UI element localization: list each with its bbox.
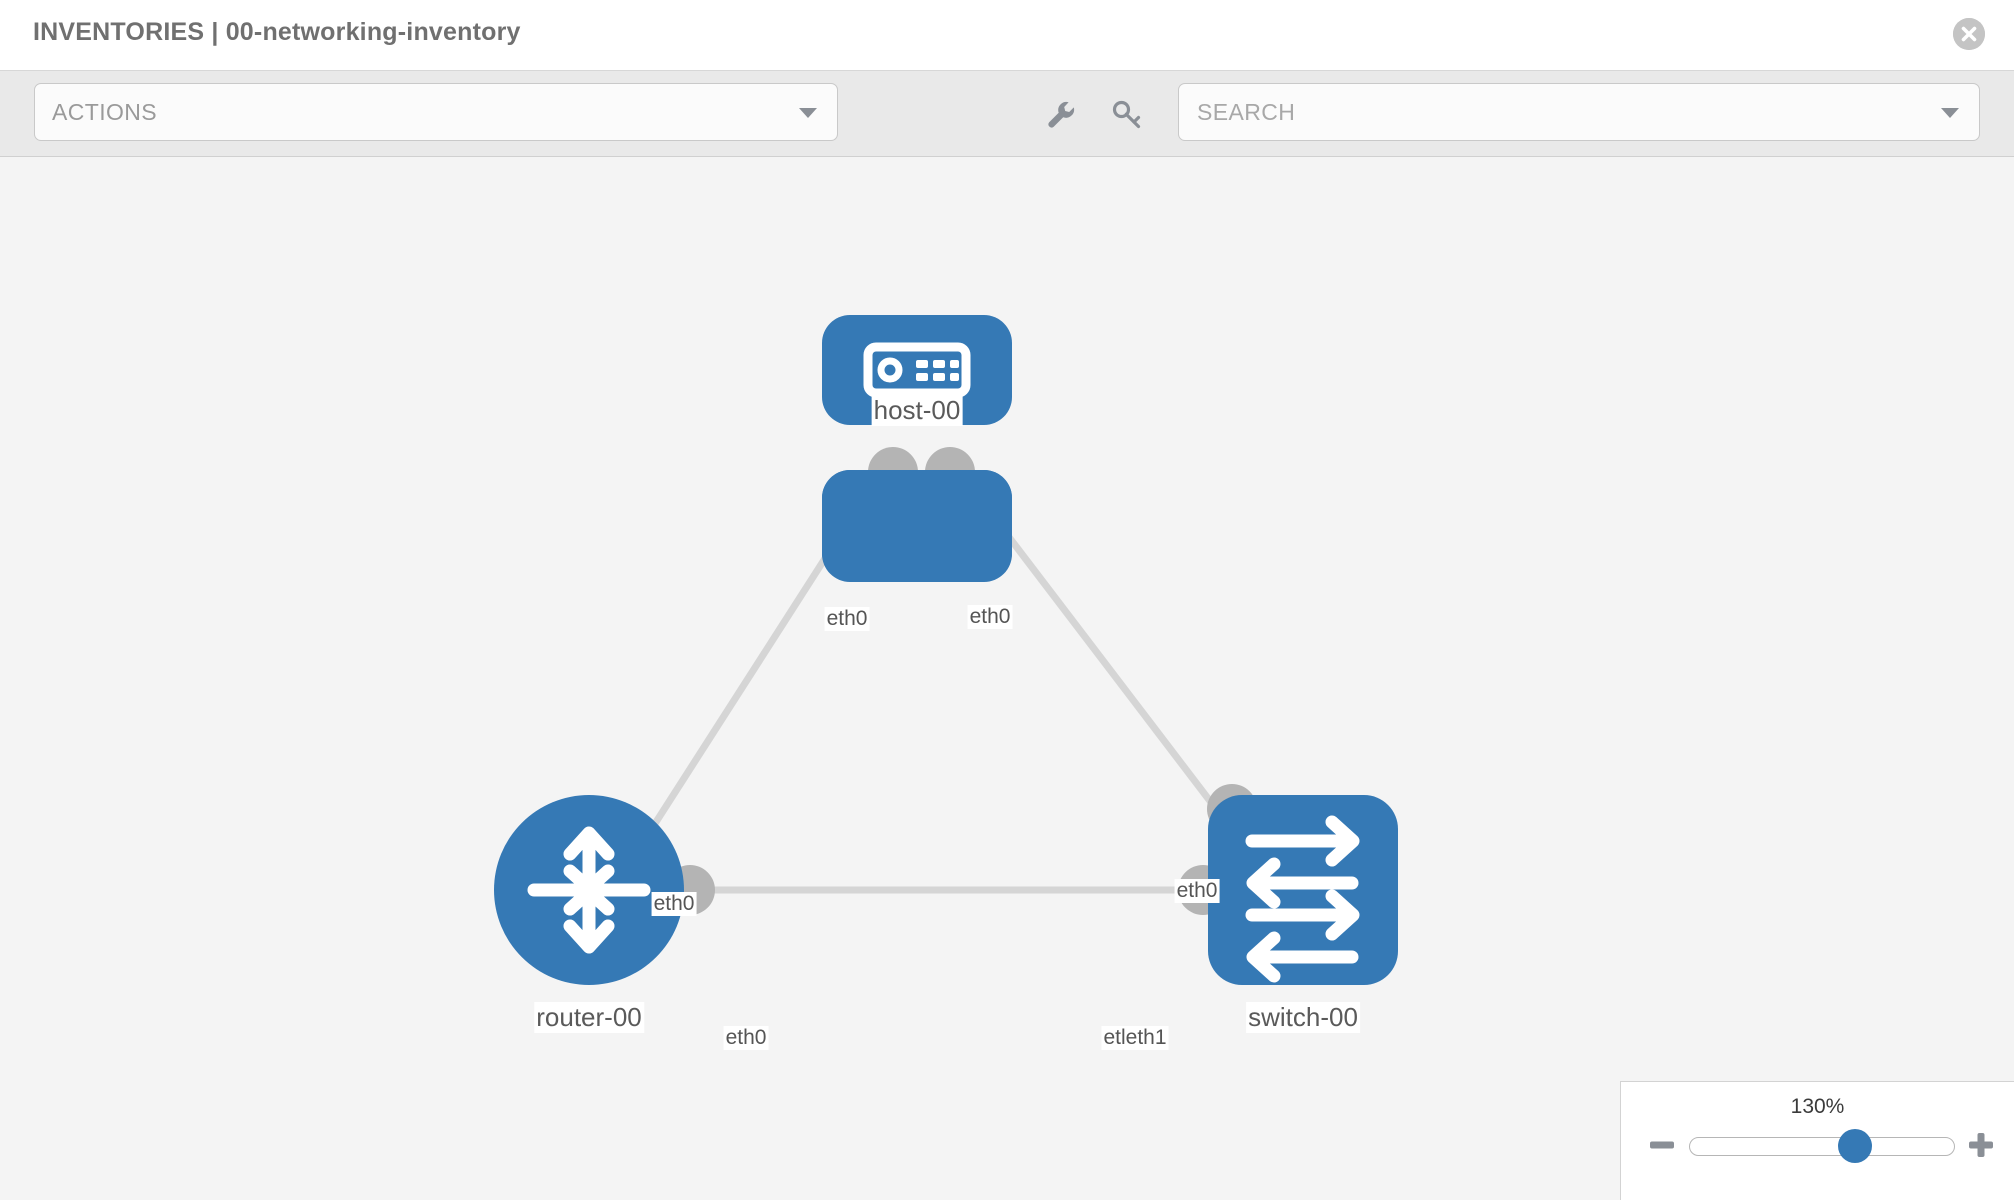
zoom-in-button[interactable]	[1968, 1132, 1994, 1158]
zoom-slider[interactable]	[1689, 1129, 1955, 1163]
iface-label-host-left: eth0	[824, 607, 870, 631]
server-icon	[863, 342, 971, 398]
node-label-router-00[interactable]: router-00	[534, 1002, 644, 1033]
actions-dropdown[interactable]: ACTIONS	[34, 83, 838, 141]
page-header: INVENTORIES | 00-networking-inventory	[0, 0, 2014, 71]
iface-label-switch-west-overlap: etleth1	[1101, 1026, 1169, 1050]
wrench-icon[interactable]	[1044, 98, 1078, 132]
node-switch-00	[1208, 795, 1398, 985]
close-icon[interactable]	[1953, 18, 1985, 50]
topology-graph	[494, 315, 1398, 985]
zoom-out-button[interactable]	[1649, 1132, 1675, 1158]
toolbar: ACTIONS SEARCH	[0, 71, 2014, 157]
zoom-level-value: 130%	[1790, 1095, 1845, 1118]
actions-dropdown-label: ACTIONS	[52, 99, 158, 125]
node-label-switch-00[interactable]: switch-00	[1246, 1002, 1360, 1033]
iface-label-router-uplink: eth0	[651, 892, 697, 916]
page-title: INVENTORIES | 00-networking-inventory	[33, 18, 521, 46]
iface-label-router-east: eth0	[723, 1026, 769, 1050]
node-label-host-00[interactable]: host-00	[871, 395, 963, 426]
node-host-00	[822, 470, 1012, 582]
topology-canvas[interactable]: host-00 router-00 switch-00 eth0 eth0 et…	[0, 157, 2014, 1200]
node-router-00	[494, 795, 684, 985]
key-icon[interactable]	[1110, 98, 1144, 132]
iface-label-switch-uplink: eth0	[1174, 879, 1220, 903]
zoom-slider-thumb[interactable]	[1837, 1129, 1872, 1163]
chevron-down-icon[interactable]	[1941, 108, 1959, 118]
iface-label-host-right: eth0	[967, 605, 1013, 629]
zoom-control-panel: 130%	[1620, 1081, 2014, 1200]
search-input[interactable]: SEARCH	[1178, 83, 1980, 141]
node-host-00-body	[822, 315, 1012, 425]
chevron-down-icon	[799, 108, 817, 118]
search-placeholder: SEARCH	[1197, 99, 1296, 125]
